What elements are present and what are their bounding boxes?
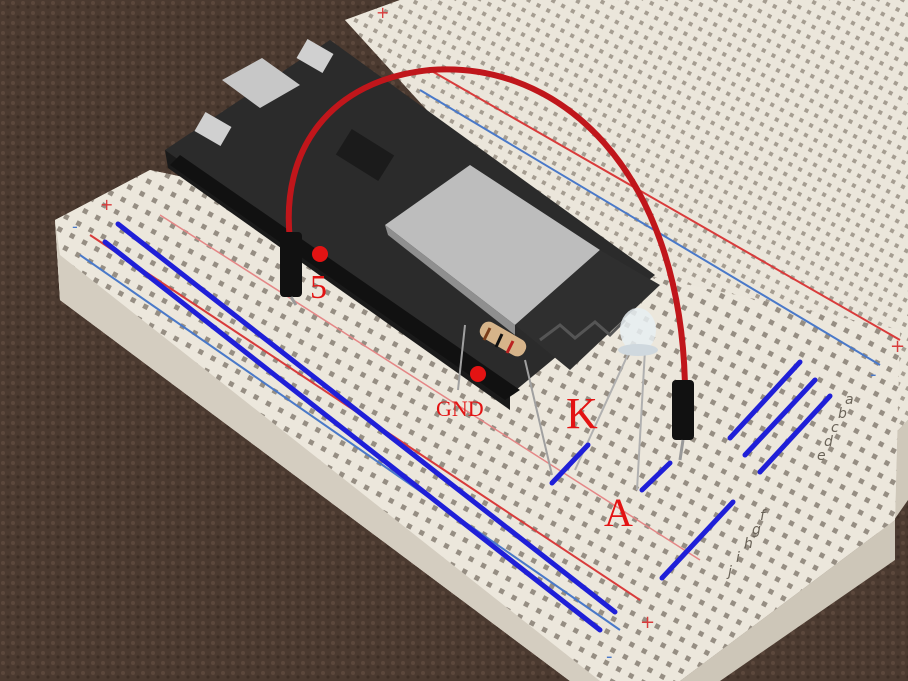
front-breadboard	[55, 69, 901, 681]
anode-label: A	[604, 490, 633, 535]
regulator-chip	[335, 129, 395, 181]
esp32-dev-board	[165, 38, 660, 410]
usb-connector	[222, 58, 300, 108]
row-letter-d: d	[824, 434, 833, 450]
row-letter-j: j	[726, 564, 732, 580]
rail-minus-sign-3: -	[870, 364, 877, 385]
rail-plus-sign-3: +	[376, 3, 389, 22]
row-annotation-right-2	[742, 377, 818, 458]
gnd-label: GND	[436, 396, 484, 421]
gnd-marker-dot	[470, 366, 486, 382]
row-letter-e: e	[817, 448, 826, 464]
rail-blue-line	[79, 254, 621, 631]
row-letter-a: a	[845, 392, 854, 408]
pin5-marker-dot	[312, 246, 328, 262]
row-letter-c: c	[831, 420, 839, 436]
reset-button	[194, 111, 232, 147]
boot-button	[296, 38, 334, 74]
rail-annotation-line-2	[102, 239, 603, 633]
row-annotation-anode	[639, 460, 673, 493]
row-letter-g: g	[752, 522, 761, 538]
red-jumper-wire	[280, 66, 694, 461]
row-letter-b: b	[838, 406, 847, 422]
antenna-trace	[539, 318, 627, 342]
row-annotation-right-1	[727, 359, 803, 441]
rail-annotation-line-1	[115, 221, 618, 615]
back-rail-red-line	[429, 69, 901, 341]
esp32-module	[385, 165, 600, 325]
row-annotation-lower	[659, 499, 736, 581]
rail-blue-line-2	[159, 214, 701, 561]
row-annotation-cathode	[549, 442, 591, 486]
row-letter-i: i	[736, 550, 740, 566]
row-letters: a b c d e f g h i j	[726, 392, 854, 580]
row-letter-h: h	[744, 536, 753, 552]
antenna-area	[515, 250, 660, 370]
blue-annotations	[102, 221, 833, 633]
rail-minus-sign-1: -	[72, 217, 78, 236]
resistor	[457, 321, 553, 476]
rail-plus-sign-4: +	[890, 336, 905, 357]
rail-minus-sign-2: -	[606, 646, 613, 667]
jumper-end-right	[672, 380, 694, 440]
led	[574, 308, 658, 491]
rail-plus-sign-2: +	[640, 612, 655, 633]
rail-plus-sign-1: +	[100, 195, 113, 214]
jumper-end-left	[280, 232, 302, 297]
row-letter-f: f	[760, 508, 767, 524]
pin5-label: 5	[310, 269, 327, 306]
back-rail-blue-line	[419, 89, 881, 366]
row-annotation-right-3	[757, 393, 833, 475]
cathode-label: K	[566, 389, 598, 438]
